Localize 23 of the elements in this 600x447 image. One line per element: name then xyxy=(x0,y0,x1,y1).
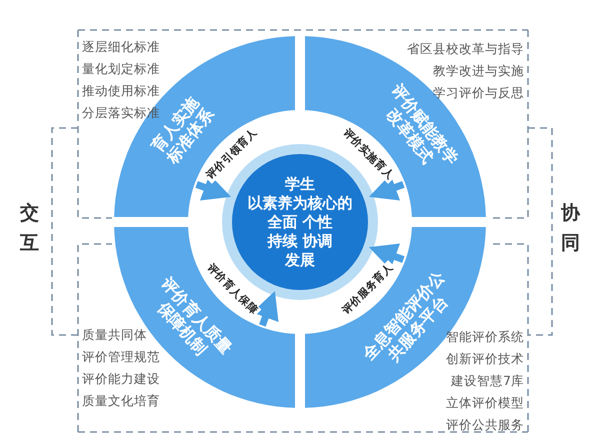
center-text: 学生 xyxy=(285,174,315,194)
list-item: 立体评价模型 xyxy=(446,394,524,412)
list-item: 学习评价与反思 xyxy=(432,84,524,102)
side-label: 交互 xyxy=(20,201,39,256)
list-item: 量化划定标准 xyxy=(82,60,160,78)
list-item: 教学改进与实施 xyxy=(432,62,524,80)
center-text: 以素养为核心的 xyxy=(248,194,352,212)
list-item: 推动使用标准 xyxy=(82,82,160,100)
center-text: 全面 个性 xyxy=(267,212,333,232)
side-label: 协同 xyxy=(561,201,580,256)
center-text: 发展 xyxy=(285,250,315,270)
list-item: 评价管理规范 xyxy=(82,348,160,366)
list-item: 评价公共服务 xyxy=(446,416,524,434)
list-item: 创新评价技术 xyxy=(446,350,524,368)
list-item: 智能评价系统 xyxy=(446,328,524,346)
list-item: 质量共同体 xyxy=(82,326,148,344)
list-item: 省区县校改革与指导 xyxy=(407,40,524,58)
list-item: 建设智慧7库 xyxy=(450,372,524,390)
list-item: 评价能力建设 xyxy=(82,370,160,388)
list-item: 质量文化培育 xyxy=(82,392,160,410)
center-text: 持续 协调 xyxy=(267,232,333,250)
list-item: 逐层细化标准 xyxy=(82,38,160,56)
list-item: 分层落实标准 xyxy=(82,104,160,122)
